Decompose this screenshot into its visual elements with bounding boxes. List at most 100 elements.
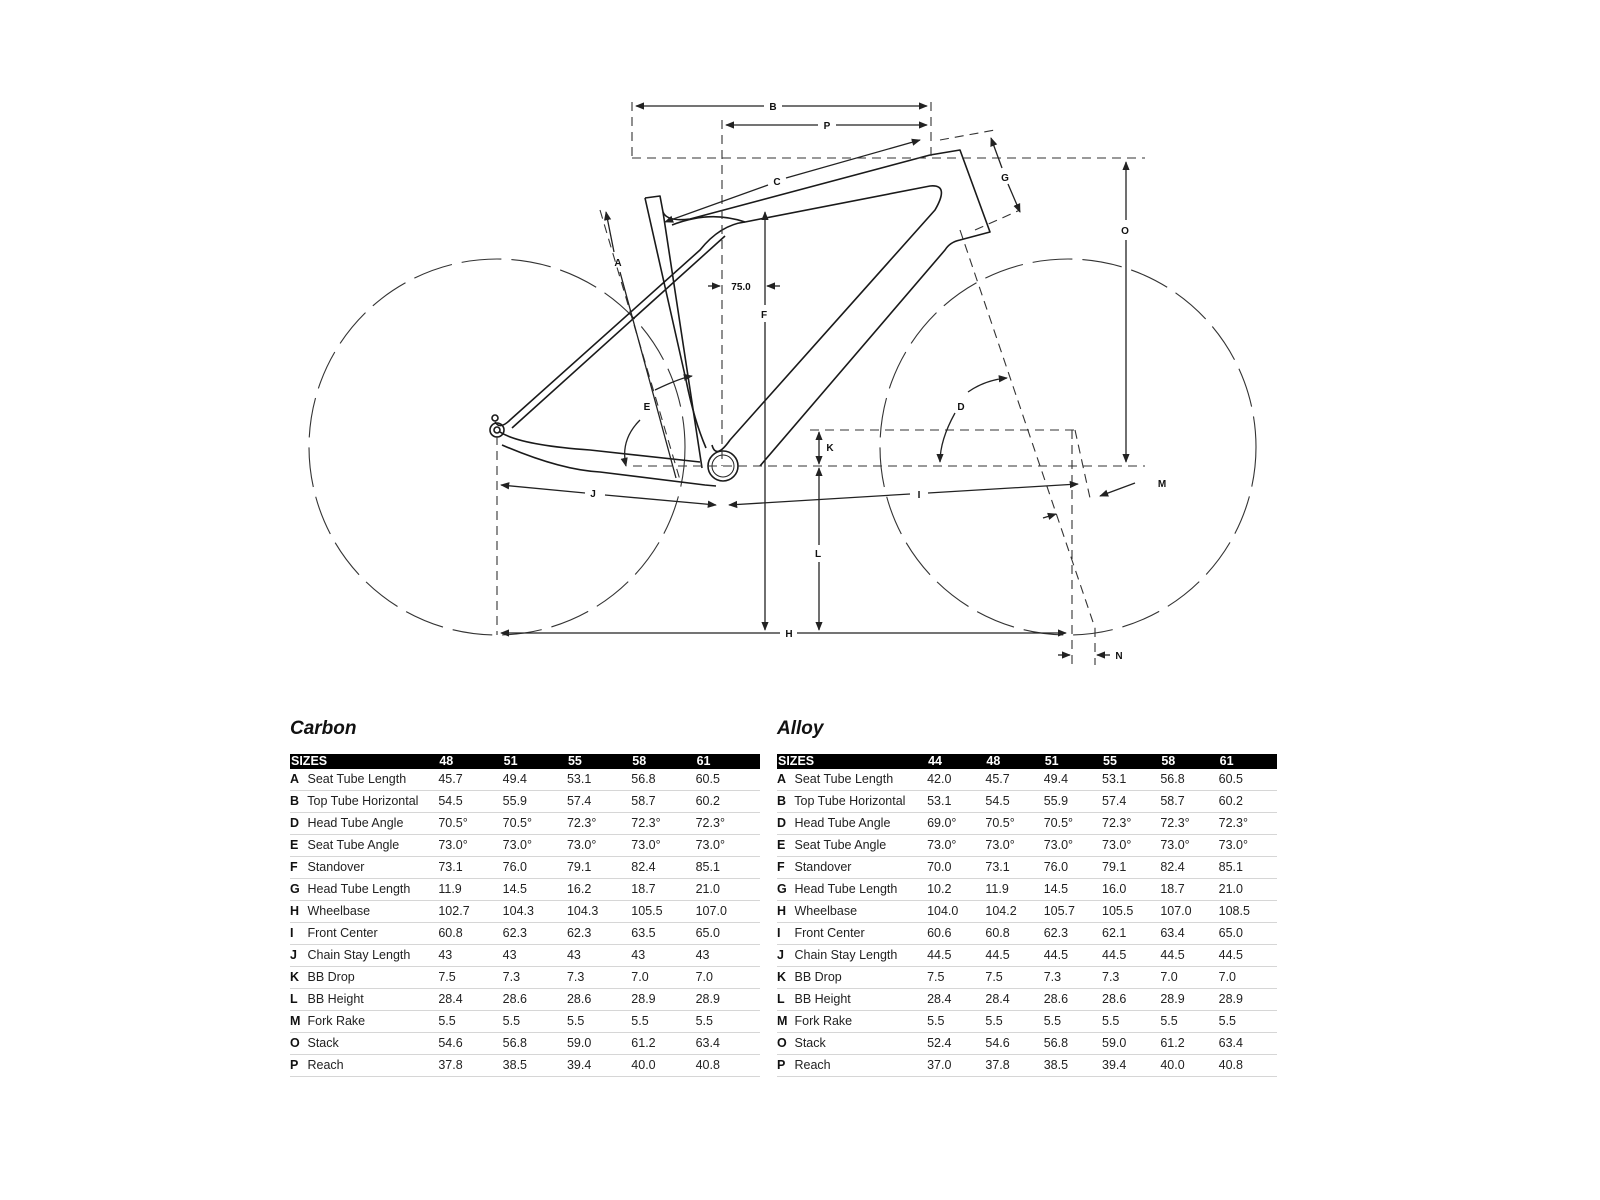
measurement-letter: I xyxy=(777,926,781,940)
measurement-label: K BB Drop xyxy=(777,966,928,989)
measurement-value: 14.5 xyxy=(1043,878,1102,901)
measurement-letter: K xyxy=(777,970,787,984)
measurement-letter: L xyxy=(777,992,785,1006)
measurement-name: Fork Rake xyxy=(794,1014,853,1028)
measurement-value: 38.5 xyxy=(502,1054,567,1077)
measurement-value: 54.6 xyxy=(985,1032,1044,1055)
label-L: L xyxy=(815,549,821,560)
measurement-name: BB Drop xyxy=(794,970,842,984)
measurement-value: 73.0° xyxy=(695,834,760,857)
measurement-value: 44.5 xyxy=(985,944,1044,967)
measurement-value: 54.6 xyxy=(438,1032,503,1055)
measurement-value: 42.0 xyxy=(927,769,986,791)
measurement-value: 7.3 xyxy=(502,966,567,989)
measurement-label: A Seat Tube Length xyxy=(777,769,928,791)
measurement-value: 56.8 xyxy=(502,1032,567,1055)
measurement-value: 54.5 xyxy=(438,790,503,813)
measurement-value: 79.1 xyxy=(566,856,632,879)
size-header: 48 xyxy=(986,754,1001,768)
label-A: A xyxy=(614,258,621,269)
measurement-value: 60.2 xyxy=(695,790,760,813)
measurement-value: 28.4 xyxy=(927,988,986,1011)
measurement-value: 104.3 xyxy=(566,900,632,923)
measurement-label: O Stack xyxy=(290,1032,439,1055)
measurement-value: 62.3 xyxy=(1043,922,1102,945)
measurement-value: 61.2 xyxy=(1160,1032,1219,1055)
measurement-value: 5.5 xyxy=(502,1010,567,1033)
measurement-value: 49.4 xyxy=(1043,769,1102,791)
measurement-value: 56.8 xyxy=(631,769,696,791)
measurement-value: 11.9 xyxy=(985,878,1044,901)
measurement-value: 5.5 xyxy=(985,1010,1044,1033)
measurement-value: 65.0 xyxy=(1218,922,1277,945)
measurement-value: 55.9 xyxy=(502,790,567,813)
measurement-label: G Head Tube Length xyxy=(290,878,439,901)
measurement-value: 72.3° xyxy=(1218,812,1277,835)
measurement-value: 7.5 xyxy=(985,966,1044,989)
measurement-name: Head Tube Angle xyxy=(307,816,404,830)
measurement-value: 28.6 xyxy=(566,988,632,1011)
measurement-letter: P xyxy=(777,1058,786,1072)
measurement-value: 14.5 xyxy=(502,878,567,901)
measurement-letter: O xyxy=(290,1036,300,1050)
size-header: 44 xyxy=(928,754,942,768)
measurement-name: Chain Stay Length xyxy=(307,948,411,962)
size-header: 58 xyxy=(632,754,647,768)
measurement-value: 40.8 xyxy=(695,1054,760,1077)
measurement-label: J Chain Stay Length xyxy=(290,944,439,967)
measurement-label: H Wheelbase xyxy=(777,900,928,923)
sizes-header: SIZES xyxy=(778,754,815,768)
size-header: 51 xyxy=(1044,754,1059,768)
measurement-value: 37.0 xyxy=(927,1054,986,1077)
measurement-value: 70.0 xyxy=(927,856,986,879)
bike-geometry-diagram: B P C G O A 75.0 F E D K J I M L H N xyxy=(308,102,1257,665)
measurement-name: Top Tube Horizontal xyxy=(307,794,419,808)
measurement-letter: D xyxy=(290,816,300,830)
size-header: 55 xyxy=(1103,754,1117,768)
measurement-name: Chain Stay Length xyxy=(794,948,898,962)
label-E: E xyxy=(644,402,651,413)
measurement-value: 39.4 xyxy=(566,1054,632,1077)
measurement-value: 70.5° xyxy=(1043,812,1102,835)
label-H: H xyxy=(785,629,792,640)
measurement-label: F Standover xyxy=(777,856,928,879)
measurement-value: 40.0 xyxy=(1160,1054,1219,1077)
measurement-value: 60.5 xyxy=(695,769,760,791)
measurement-value: 73.1 xyxy=(985,856,1044,879)
measurement-label: P Reach xyxy=(290,1054,439,1077)
measurement-value: 7.3 xyxy=(1102,966,1161,989)
measurement-value: 5.5 xyxy=(631,1010,696,1033)
measurement-value: 28.9 xyxy=(1160,988,1219,1011)
measurement-value: 57.4 xyxy=(1102,790,1161,813)
measurement-value: 40.0 xyxy=(631,1054,696,1077)
measurement-letter: J xyxy=(777,948,784,962)
measurement-letter: M xyxy=(777,1014,788,1028)
measurement-name: BB Height xyxy=(307,992,364,1006)
measurement-value: 43 xyxy=(695,944,760,967)
measurement-letter: K xyxy=(290,970,300,984)
sizes-header: SIZES xyxy=(291,754,328,768)
measurement-value: 7.0 xyxy=(1218,966,1277,989)
measurement-value: 39.4 xyxy=(1102,1054,1161,1077)
measurement-value: 55.9 xyxy=(1043,790,1102,813)
measurement-value: 7.0 xyxy=(631,966,696,989)
measurement-value: 72.3° xyxy=(566,812,632,835)
measurement-value: 28.6 xyxy=(1043,988,1102,1011)
measurement-value: 44.5 xyxy=(1102,944,1161,967)
measurement-value: 10.2 xyxy=(927,878,986,901)
measurement-letter: A xyxy=(777,772,787,786)
measurement-label: I Front Center xyxy=(290,922,439,945)
measurement-value: 107.0 xyxy=(695,900,760,923)
measurement-value: 45.7 xyxy=(985,769,1044,791)
measurement-name: BB Height xyxy=(794,992,851,1006)
measurement-value: 63.4 xyxy=(1160,922,1219,945)
